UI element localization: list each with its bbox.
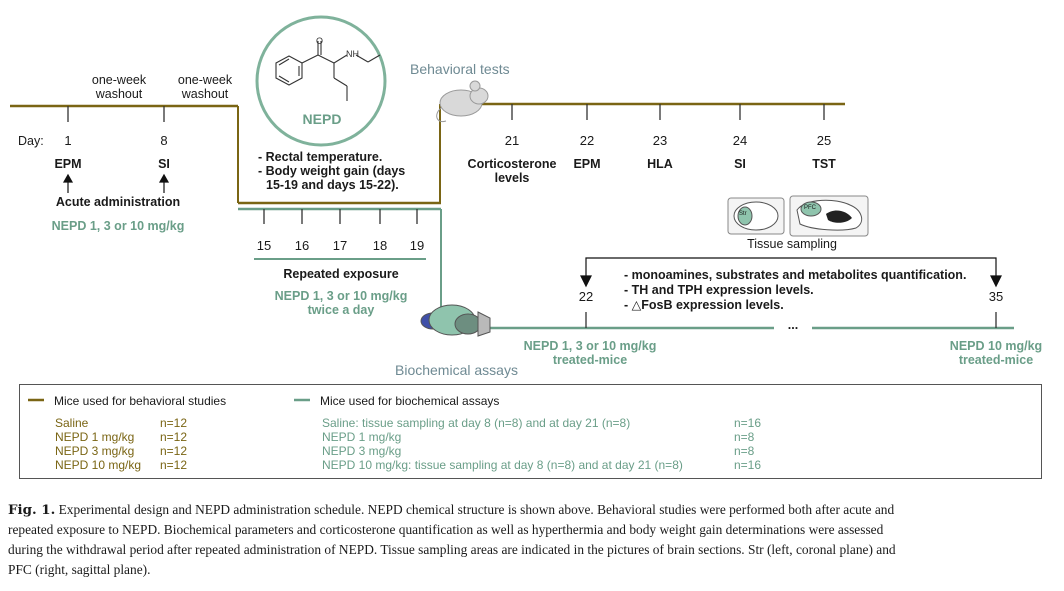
caption-line: during the withdrawal period after repea… [8, 542, 896, 557]
legend-biochem-group: Saline: tissue sampling at day 8 (n=8) a… [322, 416, 631, 430]
behavioral-day: 24 [732, 133, 748, 148]
behavioral-day: 23 [652, 133, 668, 148]
legend-biochem-group: NEPD 3 mg/kg [322, 444, 402, 458]
acute-day-8: 8 [160, 133, 168, 148]
legend-behavioral-n: n=12 [160, 430, 188, 444]
legend-biochem-group: NEPD 10 mg/kg: tissue sampling at day 8 … [322, 458, 683, 472]
legend-biochem-n: n=16 [734, 458, 762, 472]
behavioral-day: 22 [579, 133, 595, 148]
acute-test-si: SI [158, 157, 170, 171]
acute-dose: NEPD 1, 3 or 10 mg/kg [51, 219, 185, 233]
behavioral-test-si: SI [734, 157, 746, 171]
behavioral-test-epm: EPM [573, 157, 601, 171]
biochem-notes: - monoamines, substrates and metabolites… [624, 268, 967, 312]
brain-icon [420, 304, 491, 337]
repeated-day: 18 [372, 238, 388, 253]
acute-day-1: 1 [64, 133, 72, 148]
atom-o: O [316, 36, 323, 46]
brain-section-coronal [727, 197, 785, 235]
repeated-ticks [263, 209, 418, 224]
nepd-structure-icon [275, 41, 381, 101]
mouse-icon [436, 80, 489, 123]
timeline-ellipsis: ... [787, 318, 799, 332]
caption-label: Fig. 1. [8, 502, 56, 518]
day-label: Day: [18, 134, 44, 148]
acute-arrows [62, 173, 170, 193]
caption-line: Experimental design and NEPD administrat… [58, 502, 895, 517]
legend-behavioral-group: NEPD 1 mg/kg [55, 430, 135, 444]
repeated-day: 17 [332, 238, 348, 253]
legend-biochem-n: n=8 [734, 430, 755, 444]
biochem-day-end: 35 [988, 289, 1004, 304]
biochemical-assays-title: Biochemical assays [395, 362, 518, 378]
legend-behavioral-n: n=12 [160, 416, 188, 430]
brain-label-str: Str [739, 211, 747, 217]
tissue-bracket-arrow [580, 257, 1002, 288]
behavioral-test-hla: HLA [647, 157, 673, 171]
behavioral-tests-title: Behavioral tests [410, 61, 510, 77]
behavioral-day: 21 [504, 133, 520, 148]
tissue-sampling-label: Tissue sampling [747, 237, 837, 251]
brain-section-sagittal [789, 195, 869, 237]
atom-nh: NH [346, 49, 359, 59]
acute-admin-label: Acute administration [55, 195, 181, 209]
caption-line: repeated exposure to NEPD. Biochemical p… [8, 522, 884, 537]
repeated-label: Repeated exposure [283, 267, 399, 281]
legend-behavioral-group: NEPD 10 mg/kg [55, 458, 142, 472]
rectal-notes: - Rectal temperature. - Body weight gain… [258, 150, 406, 192]
legend-behavioral-n: n=12 [160, 458, 188, 472]
repeated-day: 15 [256, 238, 272, 253]
figure-caption: Fig. 1. Experimental design and NEPD adm… [8, 500, 1048, 580]
brain-label-pfc: PFC [804, 205, 816, 211]
compound-name: NEPD [302, 111, 342, 127]
biochem-day-start: 22 [578, 289, 594, 304]
behavioral-test-tst: TST [812, 157, 836, 171]
behavioral-day: 25 [816, 133, 832, 148]
repeated-day: 19 [409, 238, 425, 253]
legend-box [19, 384, 1042, 479]
caption-line: PFC (right, sagittal plane). [8, 562, 151, 577]
legend-biochem-title: Mice used for biochemical assays [320, 394, 500, 408]
legend-behavioral-n: n=12 [160, 444, 188, 458]
legend-biochem-n: n=8 [734, 444, 755, 458]
acute-test-epm: EPM [54, 157, 82, 171]
legend-behavioral-group: Saline [55, 416, 89, 430]
legend-biochem-group: NEPD 1 mg/kg [322, 430, 402, 444]
nepd-structure-circle [255, 15, 387, 147]
legend-biochem-n: n=16 [734, 416, 762, 430]
repeated-day: 16 [294, 238, 310, 253]
behavioral-ticks [511, 104, 825, 120]
legend-behavioral-group: NEPD 3 mg/kg [55, 444, 135, 458]
legend-behavioral-title: Mice used for behavioral studies [54, 394, 227, 408]
